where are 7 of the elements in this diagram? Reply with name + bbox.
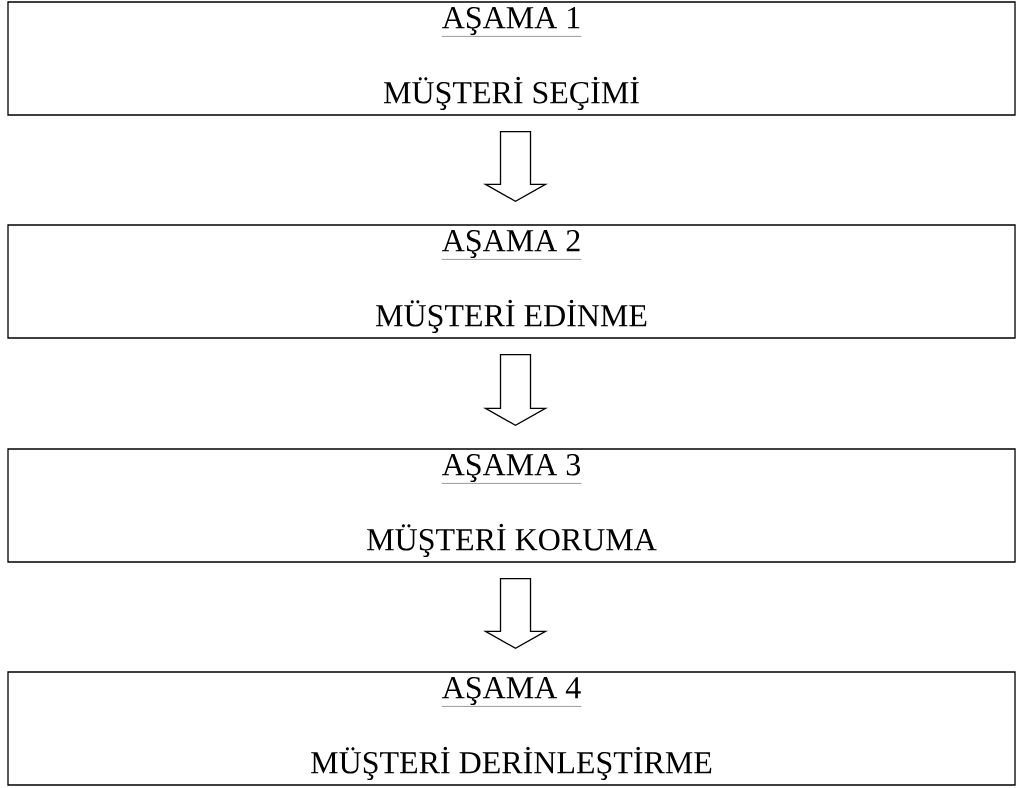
stage-box: AŞAMA 4 MÜŞTERİ DERİNLEŞTİRME bbox=[7, 671, 1016, 786]
block-arrow bbox=[483, 131, 548, 203]
block-arrow bbox=[483, 578, 548, 650]
stage-box: AŞAMA 2 MÜŞTERİ EDİNME bbox=[7, 224, 1016, 339]
block-arrow bbox=[483, 354, 548, 427]
stage-box: AŞAMA 1 MÜŞTERİ SEÇİMİ bbox=[7, 1, 1016, 116]
stage-box: AŞAMA 3 MÜŞTERİ KORUMA bbox=[7, 448, 1016, 563]
